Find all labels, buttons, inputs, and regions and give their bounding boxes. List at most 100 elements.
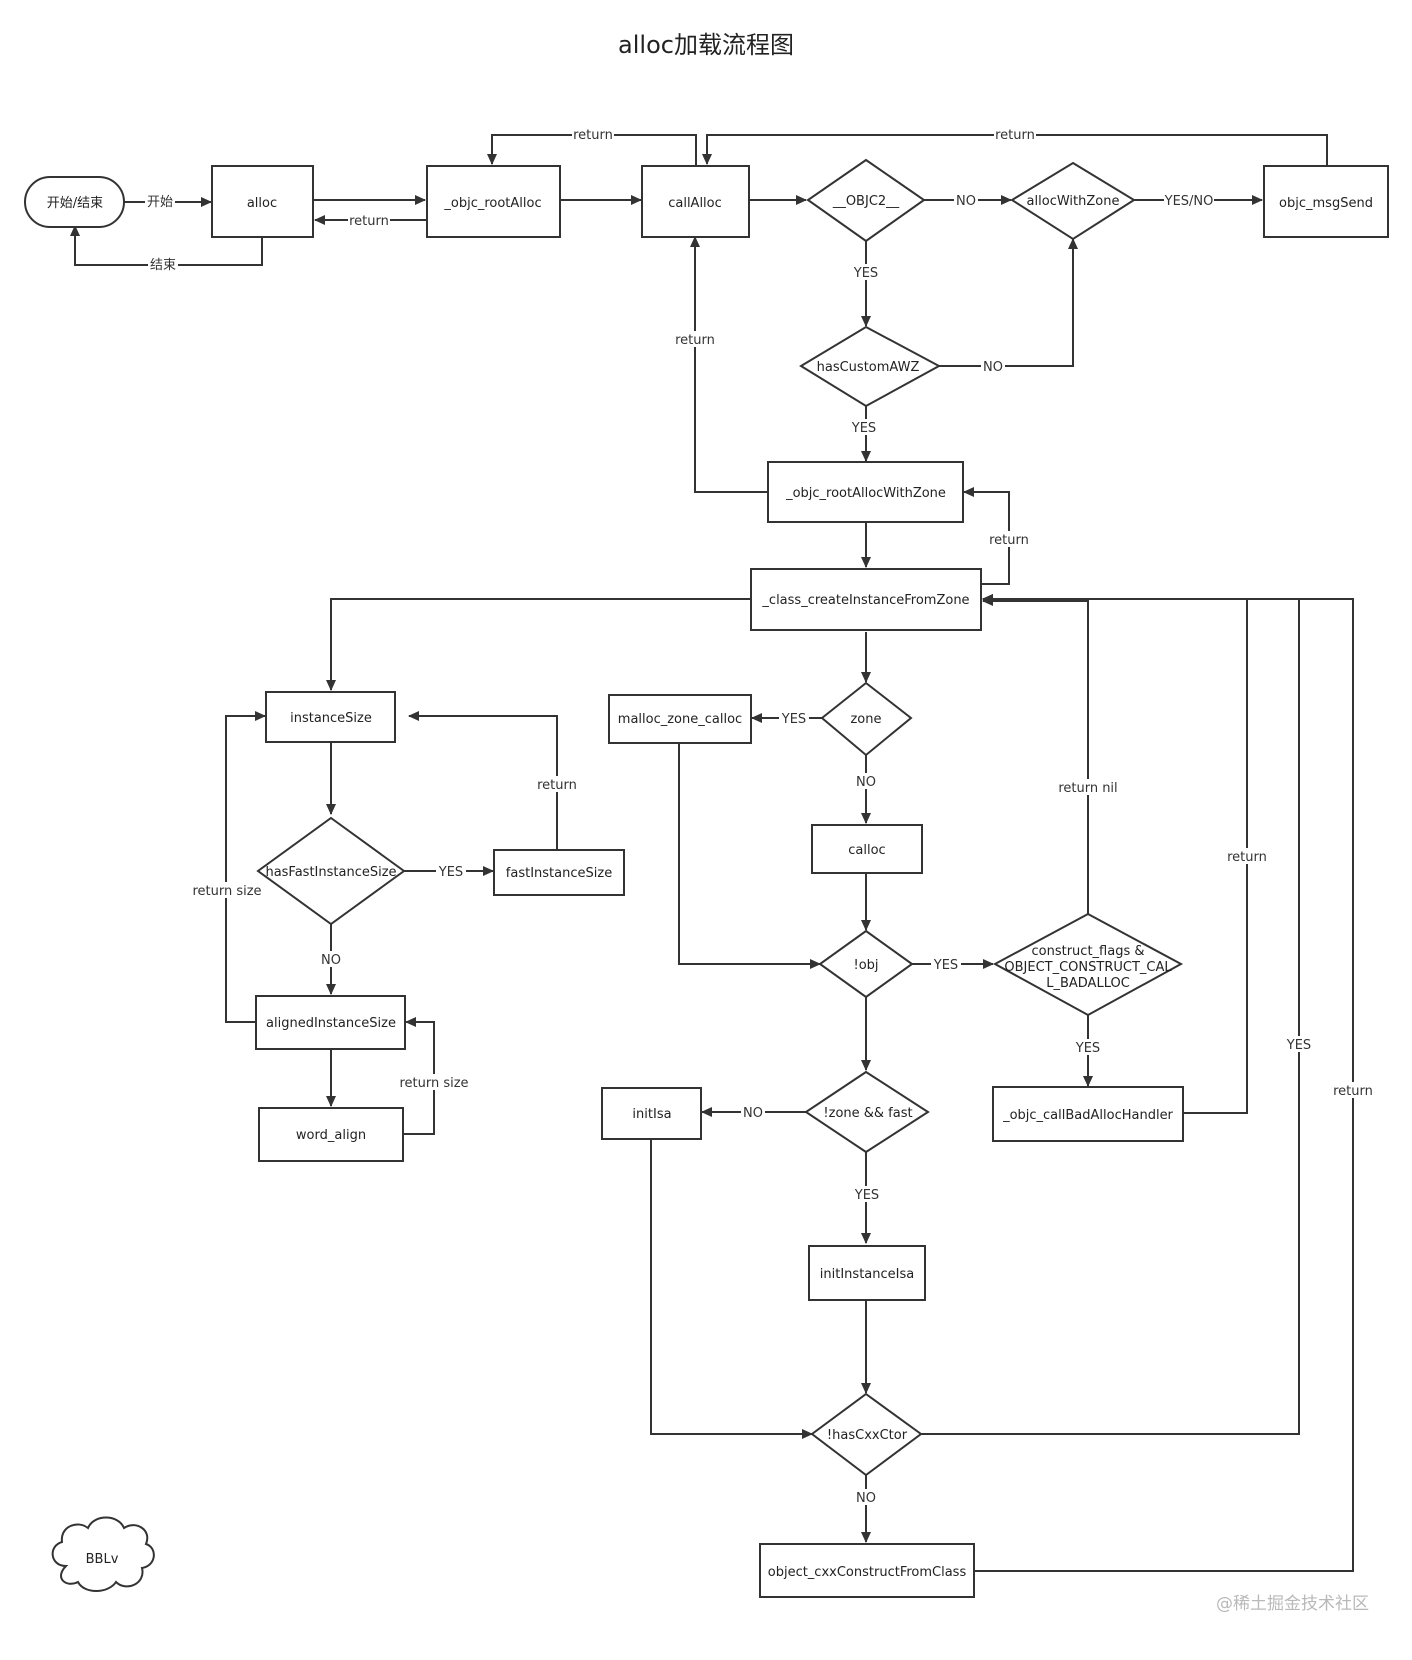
- word-align-label: word_align: [296, 1128, 366, 1143]
- edge-cxxconstruct-return: [974, 594, 1354, 1572]
- edge-hascxxctor-yes-return: [921, 594, 1300, 1435]
- svg-text:return: return: [349, 214, 389, 229]
- hascustomawz-label: hasCustomAWZ: [817, 360, 920, 375]
- alloc-label: alloc: [247, 196, 277, 211]
- hasfastinstancesize-decision[interactable]: hasFastInstanceSize: [256, 816, 406, 926]
- objc-rootalloc-label: _objc_rootAlloc: [443, 196, 541, 211]
- objc-callbadallochandler-node[interactable]: _objc_callBadAllocHandler: [992, 1086, 1184, 1142]
- label-yes-obj: YES: [931, 956, 961, 973]
- watermark: @稀土掘金技术社区: [1216, 1594, 1369, 1614]
- zone-decision[interactable]: zone: [820, 681, 913, 757]
- svg-text:YES: YES: [851, 421, 876, 436]
- svg-text:return: return: [537, 778, 577, 793]
- not-obj-label: !obj: [853, 958, 878, 973]
- calloc-label: calloc: [848, 843, 885, 858]
- object-cxxconstructfromclass-node[interactable]: object_cxxConstructFromClass: [759, 1543, 975, 1598]
- zone-label: zone: [850, 712, 881, 727]
- hascustomawz-decision[interactable]: hasCustomAWZ: [799, 325, 942, 408]
- svg-text:return: return: [1227, 850, 1267, 865]
- objc2-label: __OBJC2__: [832, 194, 900, 209]
- label-yes-zone: YES: [779, 710, 809, 727]
- objc-rootalloc-node[interactable]: _objc_rootAlloc: [426, 165, 561, 238]
- edge-initisa-to-hascxxctor: [650, 1138, 813, 1439]
- objc-msgsend-node[interactable]: objc_msgSend: [1263, 165, 1389, 238]
- objc-callbadallochandler-label: _objc_callBadAllocHandler: [1002, 1108, 1173, 1123]
- bblv-cloud: BBLv: [51, 1516, 155, 1592]
- callalloc-node[interactable]: callAlloc: [641, 165, 750, 238]
- construct-flags-label-3: L_BADALLOC: [1046, 976, 1130, 991]
- malloc-zone-calloc-node[interactable]: malloc_zone_calloc: [608, 694, 752, 744]
- svg-text:结束: 结束: [150, 258, 176, 273]
- fastinstancesize-node[interactable]: fastInstanceSize: [493, 849, 625, 896]
- fastinstancesize-label: fastInstanceSize: [506, 866, 612, 881]
- alignedinstancesize-label: alignedInstanceSize: [266, 1016, 396, 1031]
- label-no-cxx: NO: [854, 1489, 878, 1506]
- svg-text:NO: NO: [321, 953, 341, 968]
- label-no-fast: NO: [319, 951, 343, 968]
- svg-text:return: return: [675, 333, 715, 348]
- svg-text:YES: YES: [1286, 1038, 1311, 1053]
- not-obj-decision[interactable]: !obj: [818, 929, 914, 999]
- diagram-title: alloc加载流程图: [618, 31, 794, 59]
- edge-aligned-return: [225, 711, 266, 1023]
- object-cxxconstructfromclass-label: object_cxxConstructFromClass: [768, 1565, 967, 1580]
- cloud-shape: [51, 1516, 155, 1592]
- start-end-label: 开始/结束: [47, 196, 103, 211]
- objc-rootallocwithzone-node[interactable]: _objc_rootAllocWithZone: [767, 461, 964, 523]
- label-return-callalloc: return: [674, 331, 716, 348]
- not-hascxxctor-decision[interactable]: !hasCxxCtor: [810, 1392, 923, 1477]
- label-return-size: return size: [192, 882, 262, 899]
- svg-text:return size: return size: [192, 884, 261, 899]
- allocwithzone-label: allocWithZone: [1027, 194, 1120, 209]
- instancesize-node[interactable]: instanceSize: [265, 691, 396, 743]
- label-yes-objc2: YES: [851, 264, 881, 281]
- svg-text:YES/NO: YES/NO: [1164, 194, 1214, 209]
- svg-text:YES: YES: [933, 958, 958, 973]
- svg-text:YES: YES: [781, 712, 806, 727]
- objc2-decision[interactable]: __OBJC2__: [806, 158, 926, 243]
- nodes: 开始/结束 alloc _objc_rootAlloc callAlloc __…: [24, 158, 1389, 1598]
- svg-text:return size: return size: [399, 1076, 468, 1091]
- label-yes-awz: YES: [849, 419, 879, 436]
- objc-msgsend-label: objc_msgSend: [1279, 196, 1373, 211]
- not-hascxxctor-label: !hasCxxCtor: [827, 1428, 908, 1443]
- svg-text:return: return: [995, 128, 1035, 143]
- initinstanceisa-label: initInstanceIsa: [820, 1267, 914, 1282]
- label-return-cxx: return: [1332, 1082, 1374, 1099]
- label-return-top1: return: [572, 127, 614, 143]
- label-return-alloc: return: [348, 213, 390, 229]
- label-end: 结束: [148, 256, 178, 273]
- svg-text:开始: 开始: [147, 195, 173, 210]
- construct-flags-label-2: OBJECT_CONSTRUCT_CAL: [1004, 960, 1172, 975]
- svg-text:NO: NO: [856, 1491, 876, 1506]
- class-createinstancefromzone-node[interactable]: _class_createInstanceFromZone: [750, 568, 982, 631]
- allocwithzone-decision[interactable]: allocWithZone: [1010, 161, 1136, 241]
- label-no-awz: NO: [981, 358, 1005, 375]
- label-start: 开始: [145, 193, 175, 210]
- malloc-zone-calloc-label: malloc_zone_calloc: [618, 712, 742, 727]
- not-zone-fast-label: !zone && fast: [823, 1106, 912, 1121]
- label-return-fast: return: [536, 776, 578, 793]
- calloc-node[interactable]: calloc: [811, 824, 923, 874]
- construct-flags-label-1: construct_flags &: [1032, 944, 1145, 959]
- svg-text:NO: NO: [956, 194, 976, 209]
- alloc-node[interactable]: alloc: [211, 165, 314, 238]
- start-end-node[interactable]: 开始/结束: [24, 176, 125, 228]
- label-yes-zonefast: YES: [852, 1186, 882, 1203]
- svg-text:return: return: [1333, 1084, 1373, 1099]
- label-return-bad: return: [1226, 848, 1268, 865]
- alignedinstancesize-node[interactable]: alignedInstanceSize: [255, 995, 406, 1050]
- initinstanceisa-node[interactable]: initInstanceIsa: [808, 1245, 926, 1301]
- svg-text:return nil: return nil: [1058, 781, 1117, 796]
- construct-flags-decision[interactable]: construct_flags & OBJECT_CONSTRUCT_CAL L…: [992, 912, 1184, 1017]
- label-return-top2: return: [994, 127, 1036, 143]
- word-align-node[interactable]: word_align: [258, 1107, 404, 1162]
- initisa-node[interactable]: initIsa: [601, 1087, 702, 1140]
- not-zone-fast-decision[interactable]: !zone && fast: [804, 1070, 930, 1154]
- edge-constructflags-return-nil: [982, 596, 1089, 914]
- edge-fastinstancesize-return: [408, 711, 558, 850]
- initisa-label: initIsa: [632, 1107, 671, 1122]
- label-yes-cxx: YES: [1284, 1036, 1314, 1053]
- label-no-zonefast: NO: [741, 1104, 765, 1121]
